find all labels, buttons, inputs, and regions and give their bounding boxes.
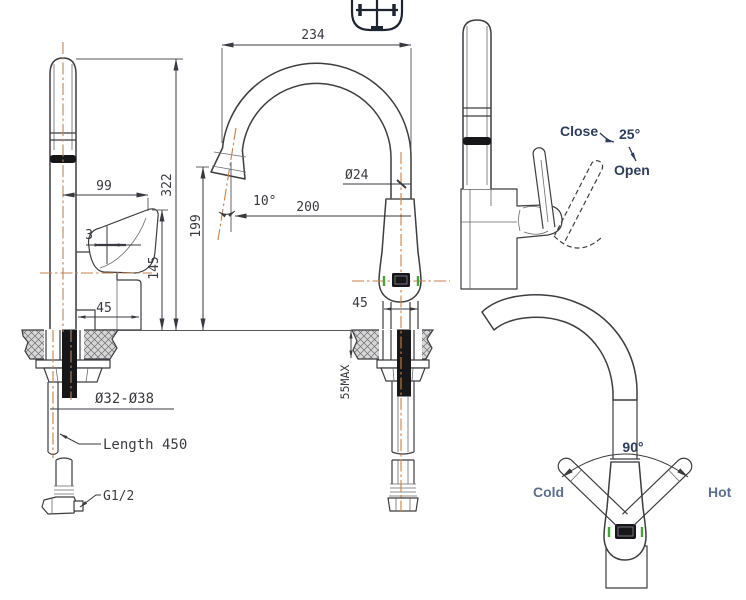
- shank-rod-middle: [397, 329, 411, 397]
- label-close: Close: [560, 123, 598, 139]
- dim-45-middle: 45: [352, 296, 368, 311]
- handle-lever: [87, 208, 159, 274]
- dim-200: 200: [296, 200, 319, 215]
- dim-145: 145: [147, 256, 162, 279]
- label-thread-size: G1/2: [103, 489, 134, 504]
- elbow-fitting: [41, 496, 78, 515]
- riser-pipe-front: [610, 400, 640, 460]
- faucet-body-left: [49, 57, 159, 331]
- label-dia-24: Ø24: [345, 168, 369, 183]
- centerlines-middle: [217, 127, 450, 512]
- dim-99: 99: [96, 179, 112, 194]
- dim-234: 234: [301, 28, 325, 43]
- handle-open-dashed: [554, 160, 604, 241]
- hose-connector-middle: [387, 459, 419, 512]
- spout-pipe-right: [462, 19, 492, 189]
- first-angle-projection-icon: [350, 0, 404, 32]
- badge-front: [615, 524, 636, 539]
- handle-rotated-right: [622, 457, 693, 527]
- label-25deg: 25°: [619, 126, 640, 142]
- label-hole-diameter: Ø32-Ø38: [95, 391, 154, 407]
- swivel-range-view: 90° Cold Hot: [481, 294, 732, 589]
- countertop-middle: [351, 329, 435, 361]
- dim-3: 3: [85, 228, 93, 243]
- dimensions-middle: 234 199 10° 200 Ø24 45 55MAX: [189, 28, 419, 400]
- label-cold: Cold: [533, 484, 564, 500]
- label-hose-length: Length 450: [103, 437, 187, 453]
- badge: [392, 273, 410, 287]
- centerlines-left: [40, 42, 152, 458]
- mounting-hardware-left: [35, 329, 111, 456]
- handle-rotated-left: [557, 457, 628, 527]
- middle-profile-view: 234 199 10° 200 Ø24 45 55MAX: [189, 0, 450, 512]
- dim-45-left: 45: [96, 301, 112, 316]
- swivel-arc: [561, 453, 689, 478]
- left-side-view: 322 99 145 3 45 Ø32-Ø38 Length 450 G1/2: [21, 42, 352, 515]
- spout-arc-front: [481, 294, 638, 401]
- dim-322: 322: [160, 173, 175, 196]
- hose-connector-left: [41, 457, 84, 515]
- spout-arc: [210, 62, 412, 199]
- dimensions-left: 322 99 145 3 45 Ø32-Ø38 Length 450 G1/2: [50, 58, 187, 508]
- projection-symbol: [350, 0, 404, 32]
- label-hot: Hot: [708, 484, 732, 500]
- label-angle-10: 10°: [253, 194, 276, 209]
- pipe-band: [50, 155, 76, 163]
- dim-199: 199: [189, 214, 204, 237]
- handle-angle-view: Close 25° Open: [460, 19, 650, 290]
- gooseneck-spout: [210, 62, 422, 330]
- label-open: Open: [614, 162, 650, 178]
- shank-rod: [62, 329, 77, 398]
- middle-body: [378, 198, 422, 303]
- label-90deg: 90°: [622, 439, 643, 455]
- label-55max: 55MAX: [338, 365, 352, 400]
- logo-badge-middle: [382, 273, 420, 287]
